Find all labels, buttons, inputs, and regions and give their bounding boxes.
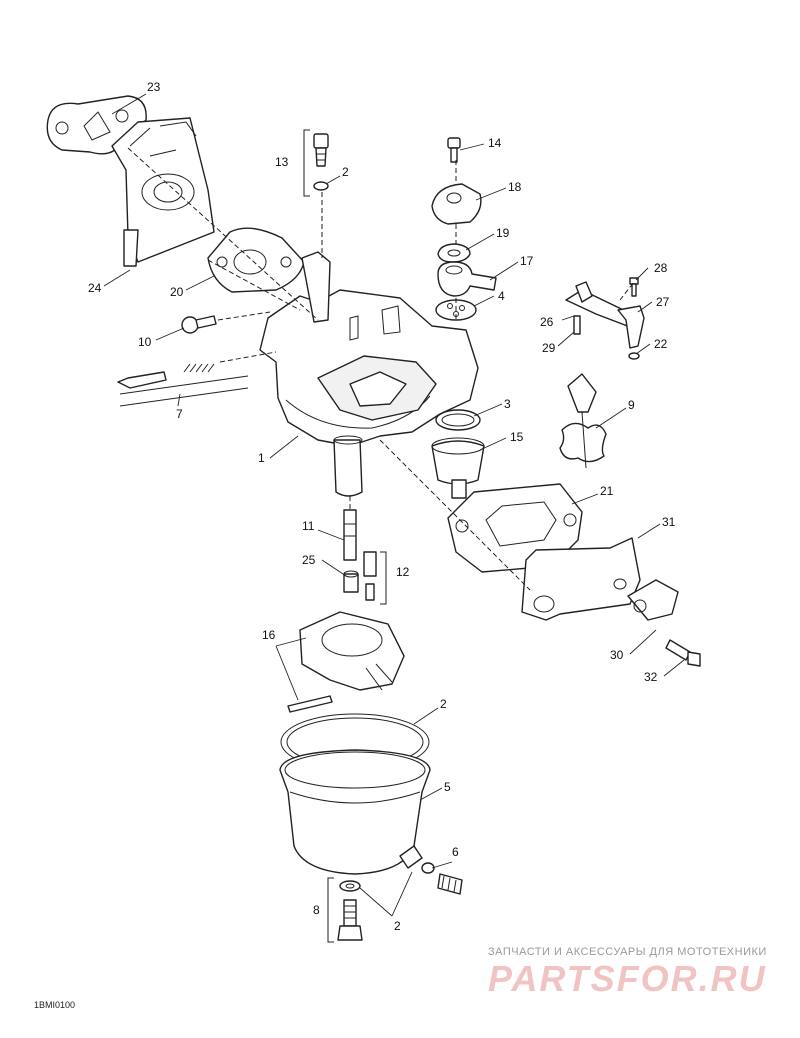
part-10-screw [181, 315, 217, 334]
assembly-lines [127, 147, 635, 591]
callout-29: 29 [542, 341, 556, 355]
callout-28: 28 [654, 261, 668, 275]
part-19-clip [437, 243, 471, 263]
leader-lines [103, 93, 685, 917]
callout-labels: 23 24 20 13 2 14 18 19 17 4 10 7 1 3 15 … [88, 80, 676, 933]
bracket-13 [303, 129, 310, 197]
drawing-code: 1BMI0100 [34, 1000, 76, 1010]
part-16-float-pin [287, 695, 333, 713]
callout-32: 32 [644, 670, 658, 684]
part-28-screw [629, 277, 639, 297]
callout-27: 27 [656, 295, 670, 309]
part-6-drain-screw [421, 862, 463, 895]
callout-14: 14 [488, 136, 502, 150]
callout-6: 6 [452, 845, 459, 859]
part-27-lever [617, 305, 645, 349]
callout-8: 8 [313, 903, 320, 917]
watermark-tagline: ЗАПЧАСТИ И АКСЕССУАРЫ ДЛЯ МОТОТЕХНИКИ [488, 946, 767, 958]
callout-10: 10 [138, 335, 152, 349]
part-5-float-bowl [279, 749, 431, 875]
callout-25: 25 [302, 553, 316, 567]
part-17-lever [437, 261, 497, 297]
part-13-pilot-jet [313, 133, 329, 167]
part-31-bracket [521, 537, 641, 621]
callout-1: 1 [258, 451, 265, 465]
watermark-logo: PARTSFOR.RU [488, 958, 767, 999]
callout-11: 11 [302, 519, 315, 533]
part-15-plunger [431, 437, 485, 499]
part-29-pin [573, 315, 581, 335]
callout-12: 12 [396, 565, 410, 579]
part-8-bolt [337, 899, 363, 941]
callout-18: 18 [508, 180, 522, 194]
callout-9: 9 [628, 398, 635, 412]
bracket-7 [119, 375, 249, 407]
part-2-washer-top [313, 181, 329, 191]
part-3-o-ring [435, 409, 481, 431]
callout-7: 7 [176, 407, 183, 421]
part-30-plate [627, 579, 679, 621]
part-12-float-needle [363, 551, 377, 601]
callout-26: 26 [540, 315, 554, 329]
part-18-cover [431, 183, 482, 225]
part-16-float [299, 611, 405, 691]
callout-17: 17 [520, 254, 534, 268]
callout-21: 21 [600, 484, 614, 498]
part-22-clip [628, 352, 640, 360]
part-20-gasket [207, 227, 305, 293]
callout-20: 20 [170, 285, 184, 299]
callout-3: 3 [504, 397, 511, 411]
part-24-bracket [111, 117, 215, 267]
callout-2-gasket: 2 [440, 697, 447, 711]
part-14-screw [447, 137, 461, 163]
callout-13: 13 [275, 155, 289, 169]
part-7-idle-screw [117, 363, 215, 389]
callout-24: 24 [88, 281, 102, 295]
part-25-seat [343, 570, 359, 593]
callout-31: 31 [662, 515, 676, 529]
callout-19: 19 [496, 226, 510, 240]
bracket-12 [380, 551, 387, 605]
part-11-needle [343, 509, 357, 561]
part-9-choke-plate [559, 373, 607, 469]
part-2-washer-bottom [339, 880, 361, 892]
callout-16: 16 [262, 628, 276, 642]
callout-23: 23 [147, 80, 161, 94]
part-1-carburetor-body [259, 251, 479, 497]
callout-30: 30 [610, 648, 624, 662]
part-32-screw [665, 639, 701, 667]
callout-4: 4 [498, 289, 505, 303]
callout-22: 22 [654, 337, 668, 351]
callout-15: 15 [510, 430, 524, 444]
callout-2-top: 2 [342, 165, 349, 179]
callout-5: 5 [444, 780, 451, 794]
callout-2-bottom: 2 [394, 919, 401, 933]
bracket-8 [327, 877, 334, 943]
